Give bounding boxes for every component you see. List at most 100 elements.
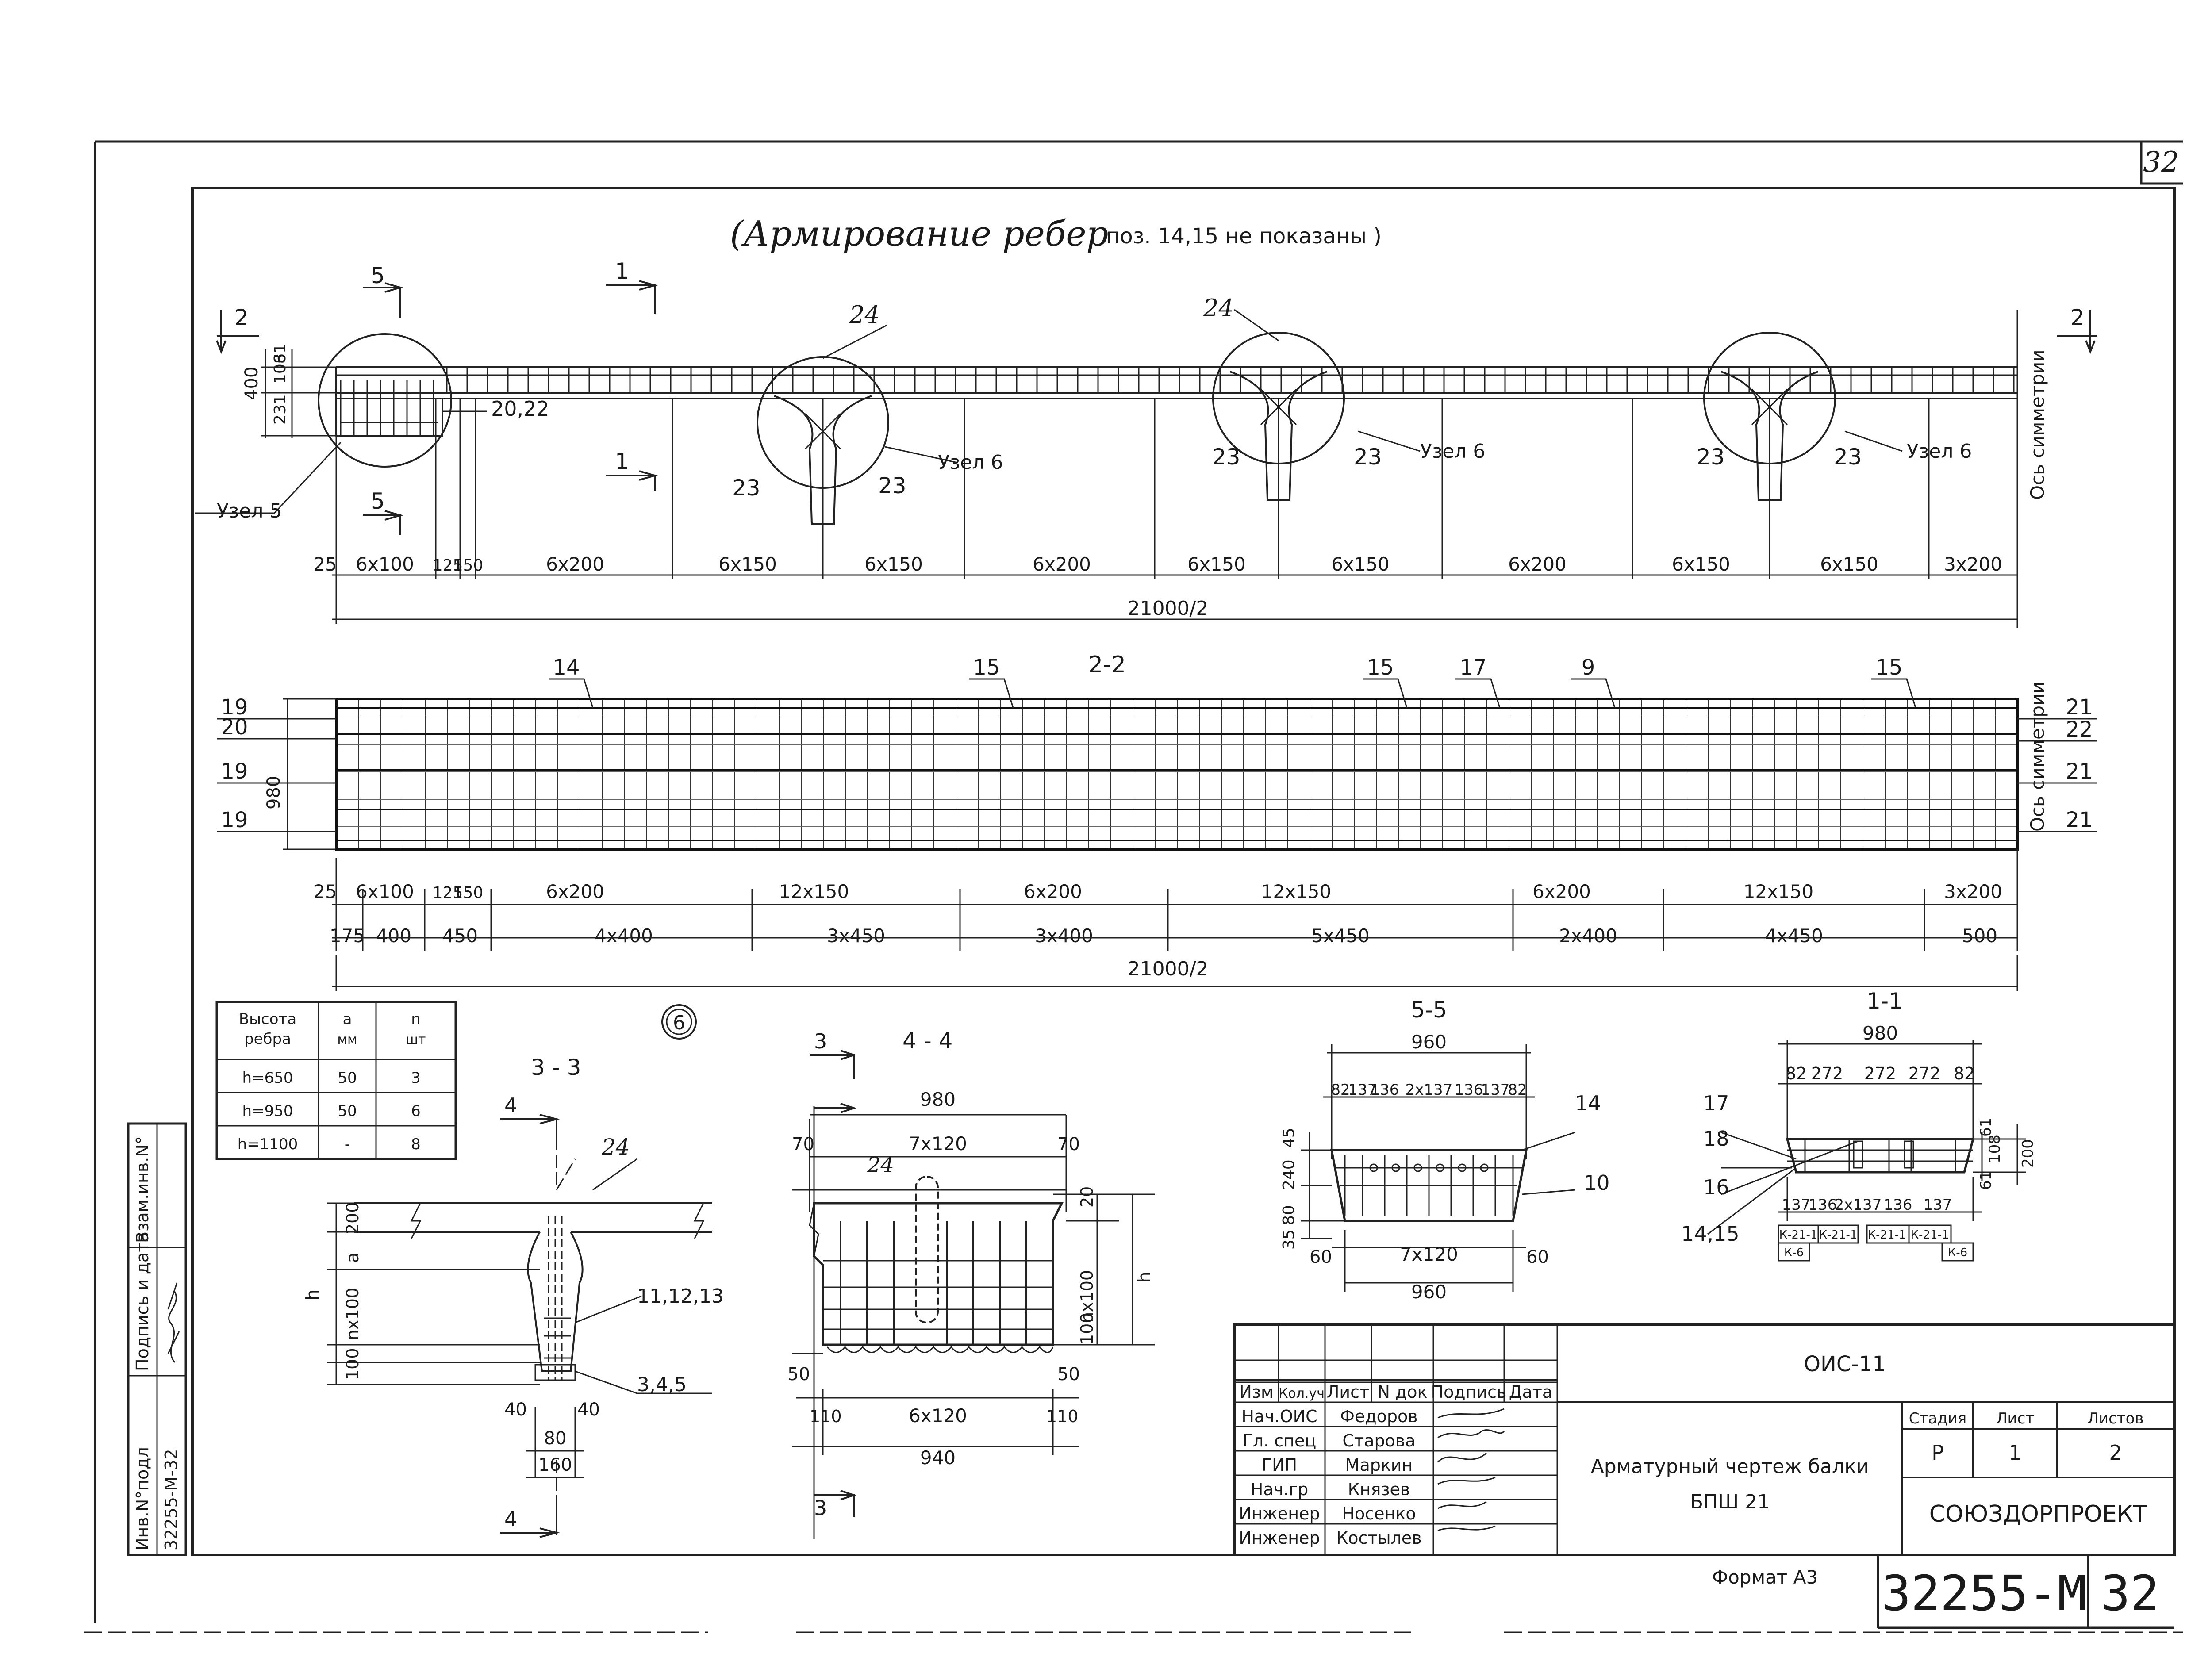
top-spacing-label: 6х150 xyxy=(1187,553,1246,575)
rebar-dot xyxy=(1369,1163,1378,1172)
arrow-1-bottom xyxy=(606,470,658,491)
sec44-dim-110b: 110 xyxy=(1046,1407,1079,1426)
plan-row1-label: 12х150 xyxy=(779,881,849,902)
top-spacing-label: 6х150 xyxy=(1820,553,1878,575)
rebar-cross xyxy=(804,413,841,450)
tb-role: Нач.гр xyxy=(1251,1480,1308,1499)
label-node-5: Узел 5 xyxy=(217,500,282,522)
table-cell: h=1100 xyxy=(238,1135,298,1153)
sec44-arrow-top xyxy=(810,1050,857,1079)
sec11-top-dim: 272 xyxy=(1864,1064,1897,1083)
rebar-dot xyxy=(1413,1163,1422,1172)
sec11-bottom-dim: 2х137 xyxy=(1835,1196,1882,1214)
sec44-dim-20: 20 xyxy=(1077,1186,1097,1208)
tb-name: Носенко xyxy=(1342,1504,1416,1523)
sec33-dim-40a: 40 xyxy=(504,1400,527,1420)
tb-header: Изм xyxy=(1239,1382,1273,1402)
sec44-dim-n: nх100 xyxy=(1077,1270,1097,1323)
arrow-1-top xyxy=(606,280,658,314)
tb-role: Инженер xyxy=(1239,1504,1320,1523)
rebar-dot xyxy=(1480,1163,1489,1172)
top-spacing-label: 3х200 xyxy=(1944,553,2002,575)
plan-row2-label: 3х450 xyxy=(827,925,885,947)
sec33-title: 3 - 3 xyxy=(531,1055,581,1080)
label-node-6-b: Узел 6 xyxy=(1420,440,1485,463)
top-spacing-label: 6х100 xyxy=(356,553,414,575)
sec44-title: 4 - 4 xyxy=(902,1028,952,1054)
tb-stage-value: 2 xyxy=(2109,1441,2122,1465)
top-view xyxy=(195,310,2018,628)
label-23-b: 23 xyxy=(878,473,906,499)
sec11-dim-61b: 61 xyxy=(1977,1171,1995,1190)
rebar-dot xyxy=(1458,1163,1467,1172)
plan-2-2-title: 2-2 xyxy=(1088,652,1126,678)
sec55-top-dim: 2х137 xyxy=(1406,1081,1453,1099)
label-23-d: 23 xyxy=(1354,444,1382,470)
plan-row2-label: 400 xyxy=(376,925,411,947)
rib-web xyxy=(1229,371,1328,501)
arrow-5-top xyxy=(363,282,404,318)
section-5-5 xyxy=(1301,1044,1575,1292)
dim-61: 61 xyxy=(271,343,289,364)
plan-label-leader xyxy=(1571,678,1616,708)
table-cell: - xyxy=(345,1135,350,1153)
sec44-marker-bottom: 3 xyxy=(814,1496,827,1520)
top-spacing-label: 6х200 xyxy=(1508,553,1567,575)
table-cell: h=950 xyxy=(242,1102,293,1120)
sec55-top-dim: 82 xyxy=(1331,1081,1350,1099)
table-header: Высота xyxy=(239,1010,296,1028)
label-20-22: 20,22 xyxy=(491,397,549,421)
tb-stage-header: Листов xyxy=(2087,1410,2143,1427)
plan-axis: Ось симметрии xyxy=(2027,681,2048,832)
plan-row1-label: 12х150 xyxy=(1261,881,1331,902)
table-header: n xyxy=(411,1010,421,1028)
svg-text:6: 6 xyxy=(673,1012,685,1034)
sec11-top-dim: 272 xyxy=(1909,1064,1941,1083)
top-spacing-label: 125 xyxy=(433,556,463,575)
plan-row1-label: 125 xyxy=(433,884,463,902)
marker-5-top: 5 xyxy=(371,263,385,288)
plan-row2-label: 175 xyxy=(330,925,365,947)
sec33-dim-160: 160 xyxy=(538,1455,572,1475)
tb-header: Кол.уч xyxy=(1279,1386,1325,1401)
tb-drawing-title-2: БПШ 21 xyxy=(1690,1491,1770,1513)
marker-2-right: 2 xyxy=(2070,305,2085,330)
plan-row1-label: 12х150 xyxy=(1743,881,1813,902)
plan-top-label: 14 xyxy=(553,655,580,680)
tb-header: Лист xyxy=(1327,1382,1369,1402)
sec33-arrow-top xyxy=(500,1114,560,1150)
top-view-text: 5 5 1 1 2 2 400 231 108 61 20,22 Узел 5 … xyxy=(216,258,2097,620)
arrow-5-bottom xyxy=(363,510,404,535)
sec11-bottom-dim: 137 xyxy=(1924,1196,1952,1214)
sec44-dim-50b: 50 xyxy=(1057,1364,1080,1385)
section-3-3 xyxy=(327,1119,712,1535)
plan-row1-label: 6х200 xyxy=(1024,881,1082,902)
plan-row2-label: 2х400 xyxy=(1559,925,1617,947)
sec11-top-dim: 272 xyxy=(1811,1064,1843,1083)
tb-dept: ОИС-11 xyxy=(1804,1352,1886,1377)
sec33-dim-80: 80 xyxy=(544,1428,567,1449)
sec11-label-16: 16 xyxy=(1703,1175,1729,1199)
sec55-top-dim: 82 xyxy=(1508,1081,1527,1099)
sec33-dim-n: nх100 xyxy=(343,1288,362,1340)
dim-400: 400 xyxy=(242,367,262,400)
marker-1-top: 1 xyxy=(615,258,629,284)
plan-row2-label: 5х450 xyxy=(1311,925,1370,947)
sec11-bottom-dim: 137 xyxy=(1782,1196,1811,1214)
sec55-dim-45: 45 xyxy=(1280,1128,1298,1148)
sec55-dim-960a: 960 xyxy=(1411,1031,1447,1053)
label-24-a: 24 xyxy=(849,301,880,329)
plan-row1-label: 150 xyxy=(453,884,484,902)
label-node-6-a: Узел 6 xyxy=(938,451,1003,474)
plan-left-label: 19 xyxy=(221,759,248,784)
sec33-arrow-bottom xyxy=(500,1504,560,1538)
label-axis-top: Ось симметрии xyxy=(2027,349,2048,500)
rib-web xyxy=(774,395,872,525)
table-header: а xyxy=(343,1010,352,1028)
plan-row2-label: 500 xyxy=(1962,925,1997,947)
plan-top-label: 15 xyxy=(1367,655,1394,680)
table-cell: 50 xyxy=(338,1102,357,1120)
doc-code: 32255-М xyxy=(1882,1565,2087,1622)
